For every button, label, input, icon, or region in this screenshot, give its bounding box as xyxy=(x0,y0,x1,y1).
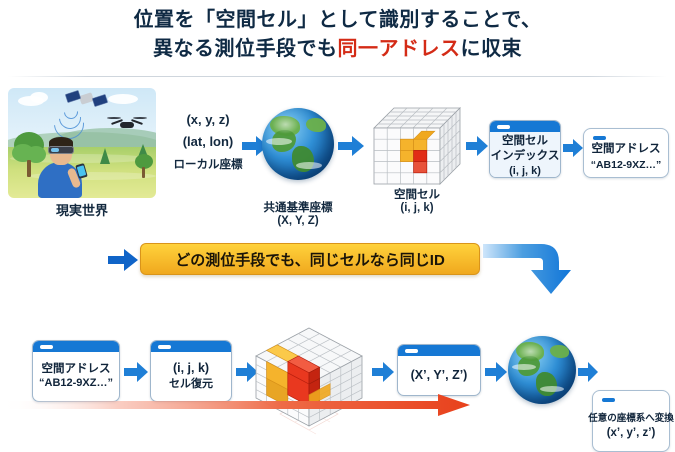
arrow-into-banner xyxy=(108,249,138,271)
conifer-icon xyxy=(100,148,110,164)
cell-index-line2: インデックス xyxy=(490,150,560,163)
world-coord-card[interactable]: (X’, Y’, Z’) xyxy=(397,344,481,396)
spatial-cell-label: 空間セル (i, j, k) xyxy=(370,186,464,214)
arrow-to-globe-bottom xyxy=(485,362,507,382)
card-header-bar xyxy=(151,341,231,352)
page-title: 位置を「空間セル」として識別することで、 異なる測位手段でも同一アドレスに収束 xyxy=(0,6,675,64)
spatial-cell-cube-top xyxy=(370,104,464,188)
drone-icon xyxy=(120,122,134,128)
spatial-address-bottom-line2: “AB12-9XZ…” xyxy=(39,377,113,390)
spatial-cell-line2: (i, j, k) xyxy=(400,202,434,214)
arrow-to-cell-cube xyxy=(338,136,364,156)
coords-xyz: (x, y, z) xyxy=(186,112,230,127)
arrow-to-globe xyxy=(242,136,268,156)
arrow-to-convert-card xyxy=(578,362,598,382)
curved-arrow-down xyxy=(483,236,603,298)
title-line-2: 異なる測位手段でも同一アドレスに収束 xyxy=(0,35,675,64)
title-line-1: 位置を「空間セル」として識別することで、 xyxy=(133,9,542,31)
cell-restore-line2: セル復元 xyxy=(169,377,213,390)
tree-icon xyxy=(12,132,46,178)
conifer-icon xyxy=(138,144,148,157)
common-coords-line1: 共通基準座標 xyxy=(263,202,333,214)
earth-globe-bottom xyxy=(508,336,576,404)
cell-restore-line1: (i, j, k) xyxy=(172,361,210,376)
spatial-address-bottom-line1: 空間アドレス xyxy=(41,362,111,375)
card-header-bar xyxy=(398,345,480,356)
banner-text: どの測位手段でも、同じセルなら同じID xyxy=(175,251,445,269)
cell-index-line3: (i, j, k) xyxy=(509,164,541,177)
arrow-to-iso-cube xyxy=(236,362,258,382)
local-coords-group: (x, y, z) (lat, lon) ローカル座標 xyxy=(162,112,254,172)
drone-rotor-icon xyxy=(107,117,121,119)
same-cell-same-id-banner: どの測位手段でも、同じセルなら同じID xyxy=(140,243,480,275)
title-line-2-prefix: 異なる測位手段でも xyxy=(153,38,338,60)
cloud-icon xyxy=(18,96,44,106)
common-coords-line2: (X, Y, Z) xyxy=(277,215,319,227)
title-line-2-accent: 同一アドレス xyxy=(337,38,461,60)
tree-icon xyxy=(134,154,154,180)
card-header-bar xyxy=(490,121,560,132)
earth-globe-top xyxy=(262,108,334,180)
field-stripe xyxy=(10,154,150,163)
coords-latlon: (lat, lon) xyxy=(182,134,234,149)
spatial-address-top-line2: “AB12-9XZ…” xyxy=(590,159,662,171)
person-hair xyxy=(49,137,73,148)
convert-coordinate-card[interactable]: 任意の座標系へ変換 (x’, y’, z’) xyxy=(588,390,674,452)
spatial-cell-cube-bottom xyxy=(250,322,368,440)
convert-card-line2: (x’, y’, z’) xyxy=(606,426,656,439)
cell-restore-card[interactable]: (i, j, k) セル復元 xyxy=(150,340,232,402)
spatial-address-card-bottom[interactable]: 空間アドレス “AB12-9XZ…” xyxy=(32,340,120,402)
cloud-icon xyxy=(30,92,48,103)
cell-index-line1: 空間セル xyxy=(502,135,548,147)
spatial-address-top-line1: 空間アドレス xyxy=(591,143,661,155)
arrow-to-world-coord-card xyxy=(372,362,394,382)
cell-index-card[interactable]: 空間セル インデックス (i, j, k) xyxy=(489,120,561,178)
cloud-icon xyxy=(108,94,138,104)
convert-card-line1: 任意の座標系へ変換 xyxy=(588,412,674,424)
coords-local-label: ローカル座標 xyxy=(173,159,243,171)
ar-headset-glow xyxy=(51,148,59,152)
common-coords-label: 共通基準座標 (X, Y, Z) xyxy=(250,199,346,227)
spatial-address-card-top[interactable]: 空間アドレス “AB12-9XZ…” xyxy=(583,128,669,178)
field-stripe xyxy=(28,172,156,180)
ar-headset-icon xyxy=(48,146,74,154)
title-divider xyxy=(8,76,667,77)
real-world-illustration xyxy=(8,88,156,198)
card-header-bar xyxy=(33,341,119,352)
spatial-cell-line1: 空間セル xyxy=(394,189,440,201)
red-sweep-arrow xyxy=(0,393,470,417)
world-coord-line1: (X’, Y’, Z’) xyxy=(410,367,468,382)
title-line-2-suffix: に収束 xyxy=(460,38,522,60)
arrow-to-restore-card xyxy=(124,362,148,382)
real-world-label: 現実世界 xyxy=(55,203,108,218)
arrow-to-index-card xyxy=(466,136,488,156)
arrow-to-address-card-top xyxy=(563,139,583,157)
drone-rotor-icon xyxy=(133,117,147,119)
